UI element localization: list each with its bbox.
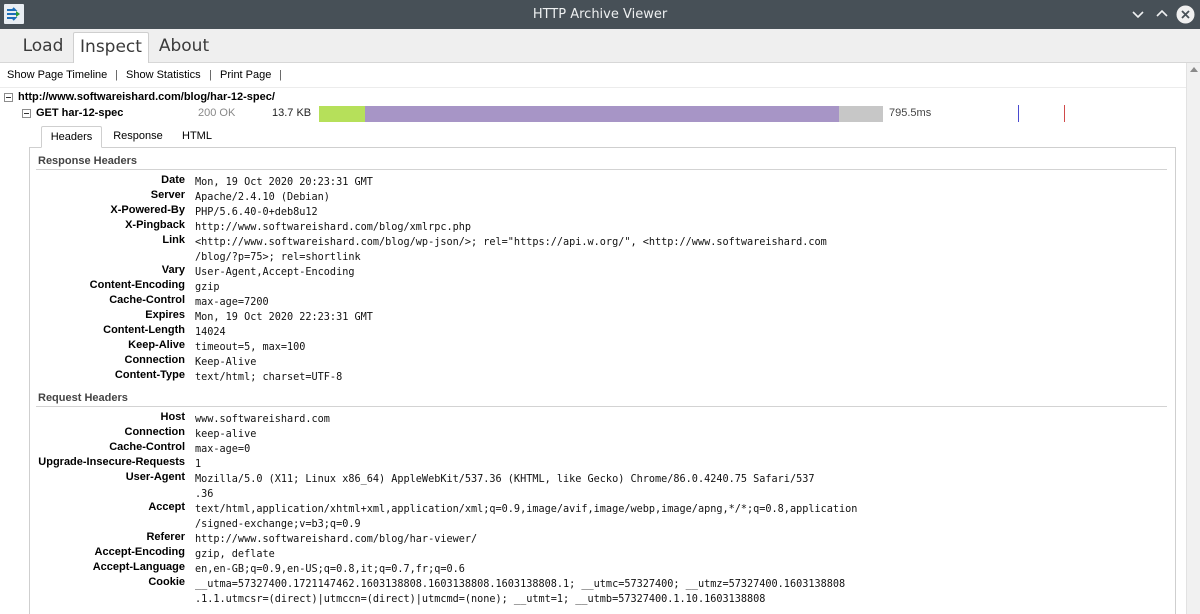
header-name: Vary: [161, 264, 185, 276]
response-size: 13.7 KB: [272, 107, 312, 119]
header-value: text/html; charset=UTF-8: [195, 372, 343, 383]
close-icon[interactable]: [1176, 5, 1195, 24]
header-name: Server: [150, 189, 185, 201]
page-row[interactable]: http://www.softwareishard.com/blog/har-1…: [0, 89, 1186, 105]
header-value: text/html,application/xhtml+xml,applicat…: [195, 504, 858, 530]
dom-loaded-marker: [1018, 105, 1019, 122]
header-value: www.softwareishard.com: [195, 414, 330, 425]
header-value: gzip, deflate: [195, 549, 275, 560]
header-value: Mon, 19 Oct 2020 20:23:31 GMT: [195, 177, 373, 188]
section-divider: [36, 169, 1167, 170]
timing-bar-receive: [839, 106, 883, 122]
header-value: Apache/2.4.10 (Debian): [195, 192, 330, 203]
header-name: Accept: [148, 501, 185, 513]
header-value: http://www.softwareishard.com/blog/xmlrp…: [195, 222, 472, 233]
header-name: User-Agent: [125, 471, 185, 483]
tab-headers[interactable]: Headers: [41, 126, 102, 148]
request-time: 795.5ms: [889, 107, 932, 119]
window-title: HTTP Archive Viewer: [532, 7, 668, 22]
header-name: Link: [162, 234, 185, 246]
header-name: Connection: [124, 426, 186, 438]
header-value: Mon, 19 Oct 2020 22:23:31 GMT: [195, 312, 373, 323]
tab-response[interactable]: Response: [113, 130, 163, 142]
header-value: max-age=0: [195, 444, 251, 455]
detail-tabs: Headers Response HTML: [29, 126, 1176, 148]
header-name: Accept-Language: [92, 561, 185, 573]
tab-html[interactable]: HTML: [182, 130, 212, 142]
show-statistics-button[interactable]: Show Statistics: [126, 69, 201, 81]
request-entry-row[interactable]: GET har-12-spec 200 OK 13.7 KB 795.5ms: [0, 105, 1186, 122]
header-name: Content-Encoding: [89, 279, 185, 291]
toolbar-separator: |: [115, 69, 118, 81]
timing-bar-blocked: [319, 106, 365, 122]
header-name: X-Pingback: [125, 219, 185, 231]
header-name: Upgrade-Insecure-Requests: [38, 456, 185, 468]
toolbar: Show Page Timeline | Show Statistics | P…: [0, 63, 1186, 88]
header-value: 14024: [195, 327, 226, 338]
tab-about[interactable]: About: [158, 36, 210, 56]
header-name: Date: [161, 174, 185, 186]
toolbar-separator: |: [209, 69, 212, 81]
toolbar-separator: |: [279, 69, 282, 81]
header-value: gzip: [195, 282, 220, 293]
show-page-timeline-button[interactable]: Show Page Timeline: [7, 69, 108, 81]
tab-inspect[interactable]: Inspect: [73, 32, 149, 64]
tab-load[interactable]: Load: [22, 36, 64, 56]
header-value: en,en-GB;q=0.9,en-US;q=0.8,it;q=0.7,fr;q…: [195, 564, 465, 575]
print-page-button[interactable]: Print Page: [220, 69, 272, 81]
header-name: Accept-Encoding: [94, 546, 185, 558]
header-value: __utma=57327400.1721147462.1603138808.16…: [195, 579, 846, 605]
header-value: User-Agent,Accept-Encoding: [195, 267, 355, 278]
header-name: Referer: [146, 531, 185, 543]
minimize-icon[interactable]: [1130, 6, 1146, 22]
header-name: Cookie: [148, 576, 185, 588]
section-title: Request Headers: [38, 392, 128, 404]
page-url: http://www.softwareishard.com/blog/har-1…: [18, 91, 275, 103]
collapse-icon[interactable]: [22, 109, 31, 118]
header-name: Connection: [124, 354, 186, 366]
main-tabs: Load Inspect About: [0, 29, 1200, 64]
header-name: Content-Type: [114, 369, 185, 381]
app-icon: [4, 4, 24, 24]
scroll-up-icon[interactable]: [1190, 67, 1198, 72]
header-value: <http://www.softwareishard.com/blog/wp-j…: [195, 237, 827, 263]
header-name: Cache-Control: [109, 441, 185, 453]
page-loaded-marker: [1064, 105, 1065, 122]
status-text: 200 OK: [198, 107, 236, 119]
header-value: 1: [195, 459, 202, 470]
vertical-scrollbar[interactable]: [1186, 63, 1200, 614]
section-title: Response Headers: [38, 155, 138, 167]
header-name: Cache-Control: [109, 294, 185, 306]
title-bar: HTTP Archive Viewer: [0, 0, 1200, 29]
header-value: timeout=5, max=100: [195, 342, 306, 353]
header-name: Expires: [145, 309, 185, 321]
header-value: http://www.softwareishard.com/blog/har-v…: [195, 534, 478, 545]
header-value: Mozilla/5.0 (X11; Linux x86_64) AppleWeb…: [195, 474, 815, 500]
section-divider: [36, 406, 1167, 407]
header-value: max-age=7200: [195, 297, 269, 308]
header-value: PHP/5.6.40-0+deb8u12: [195, 207, 318, 218]
header-value: keep-alive: [195, 429, 257, 440]
header-name: Content-Length: [103, 324, 185, 336]
timing-bar-wait: [365, 106, 839, 122]
header-name: X-Powered-By: [110, 204, 185, 216]
header-value: Keep-Alive: [195, 357, 257, 368]
request-label: GET har-12-spec: [36, 107, 124, 119]
collapse-icon[interactable]: [4, 93, 13, 102]
header-name: Keep-Alive: [128, 339, 185, 351]
header-name: Host: [160, 411, 185, 423]
maximize-icon[interactable]: [1154, 6, 1170, 22]
